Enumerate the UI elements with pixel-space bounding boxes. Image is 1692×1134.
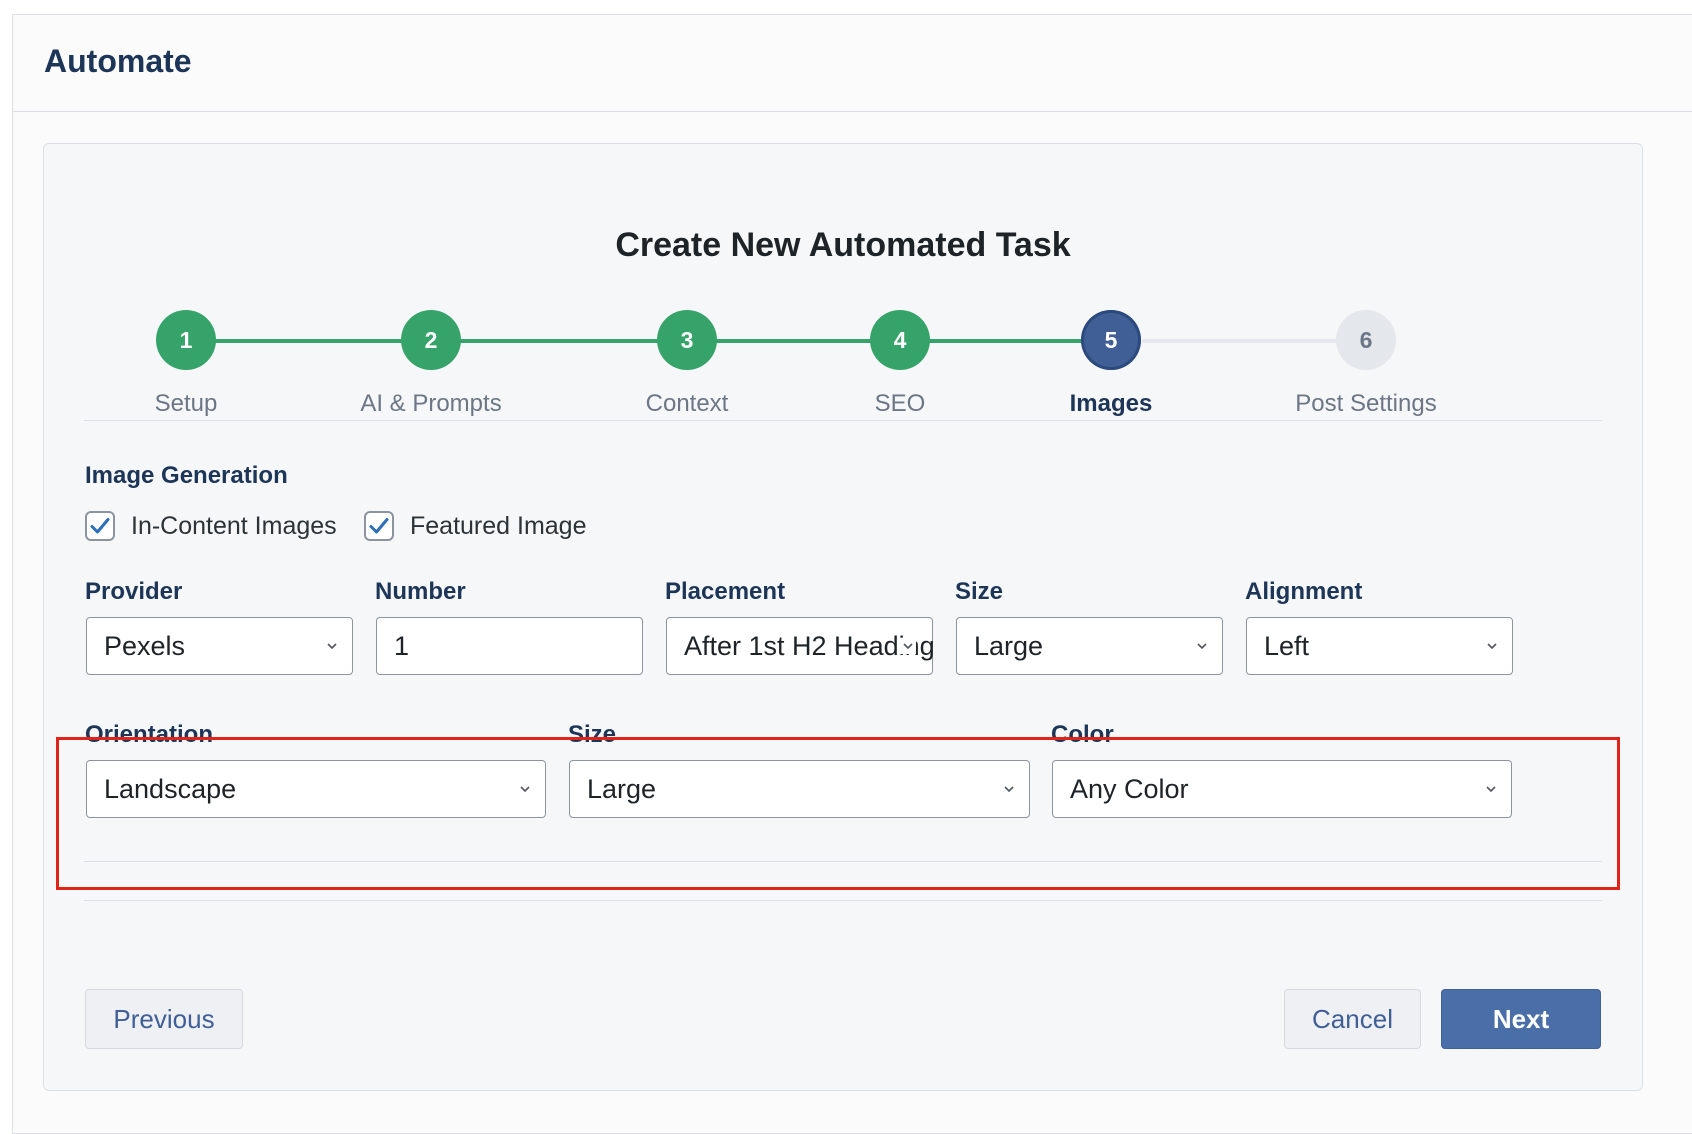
- number-value: 1: [394, 630, 410, 661]
- number-input[interactable]: 1: [376, 617, 643, 675]
- chevron-down-icon: [1194, 638, 1210, 654]
- step-connector-4-5: [928, 339, 1112, 343]
- chevron-down-icon: [1484, 638, 1500, 654]
- step-6-circle[interactable]: 6: [1336, 310, 1396, 370]
- stepper-divider: [84, 420, 1602, 421]
- number-label: Number: [375, 578, 466, 605]
- provider-value: Pexels: [104, 630, 186, 661]
- step-connector-2-3: [458, 339, 684, 343]
- provider-label: Provider: [85, 578, 183, 605]
- chevron-down-icon: [324, 638, 340, 654]
- featured-image-option[interactable]: Featured Image: [364, 511, 587, 541]
- step-4-circle[interactable]: 4: [870, 310, 930, 370]
- alignment-label: Alignment: [1245, 578, 1363, 605]
- color-label: Color: [1051, 721, 1114, 748]
- image-size-value: Large: [974, 630, 1044, 661]
- alignment-value: Left: [1264, 630, 1310, 661]
- chevron-down-icon: [900, 638, 916, 654]
- step-5-circle[interactable]: 5: [1081, 310, 1141, 370]
- image-size-select[interactable]: Large: [956, 617, 1223, 675]
- form-divider: [84, 861, 1602, 862]
- orientation-value: Landscape: [104, 773, 237, 804]
- step-1-circle[interactable]: 1: [156, 310, 216, 370]
- step-2-label: AI & Prompts: [360, 390, 502, 417]
- chevron-down-icon: [517, 781, 533, 797]
- featured-image-checkbox[interactable]: [364, 511, 394, 541]
- alignment-select[interactable]: Left: [1246, 617, 1513, 675]
- step-1-label: Setup: [154, 390, 218, 417]
- page-title: Automate: [44, 43, 192, 79]
- placement-label: Placement: [665, 578, 786, 605]
- pexels-size-label: Size: [568, 721, 617, 748]
- chevron-down-icon: [1483, 781, 1499, 797]
- step-5-label: Images: [1069, 390, 1153, 417]
- featured-image-label: Featured Image: [410, 511, 587, 540]
- in-content-images-checkbox[interactable]: [85, 511, 115, 541]
- checkmark-icon: [369, 518, 389, 534]
- chevron-down-icon: [1001, 781, 1017, 797]
- color-value: Any Color: [1070, 773, 1189, 804]
- step-connector-5-6: [1142, 339, 1366, 343]
- step-connector-1-2: [214, 339, 428, 343]
- pexels-size-value: Large: [587, 773, 657, 804]
- footer-divider: [84, 900, 1602, 901]
- step-connector-3-4: [714, 339, 898, 343]
- next-button[interactable]: Next: [1441, 989, 1601, 1049]
- image-generation-label: Image Generation: [85, 462, 288, 489]
- wizard-title: Create New Automated Task: [615, 226, 1071, 264]
- step-3-circle[interactable]: 3: [657, 310, 717, 370]
- color-select[interactable]: Any Color: [1052, 760, 1512, 818]
- orientation-label: Orientation: [85, 721, 214, 748]
- provider-select[interactable]: Pexels: [86, 617, 353, 675]
- placement-select[interactable]: After 1st H2 Heading: [666, 617, 935, 675]
- in-content-images-label: In-Content Images: [131, 511, 337, 540]
- step-6-label: Post Settings: [1295, 390, 1437, 417]
- size-label: Size: [955, 578, 1004, 605]
- step-2-circle[interactable]: 2: [401, 310, 461, 370]
- orientation-select[interactable]: Landscape: [86, 760, 546, 818]
- checkmark-icon: [90, 518, 110, 534]
- step-3-label: Context: [645, 390, 729, 417]
- cancel-button[interactable]: Cancel: [1284, 989, 1421, 1049]
- previous-button[interactable]: Previous: [85, 989, 243, 1049]
- placement-value: After 1st H2 Heading: [684, 630, 935, 661]
- pexels-size-select[interactable]: Large: [569, 760, 1030, 818]
- in-content-images-option[interactable]: In-Content Images: [85, 511, 337, 541]
- step-4-label: SEO: [874, 390, 926, 417]
- task-wizard-card: Create New Automated Task 1 2 3 4 5 6 Se…: [43, 143, 1643, 1091]
- panel-header: Automate: [13, 15, 1692, 112]
